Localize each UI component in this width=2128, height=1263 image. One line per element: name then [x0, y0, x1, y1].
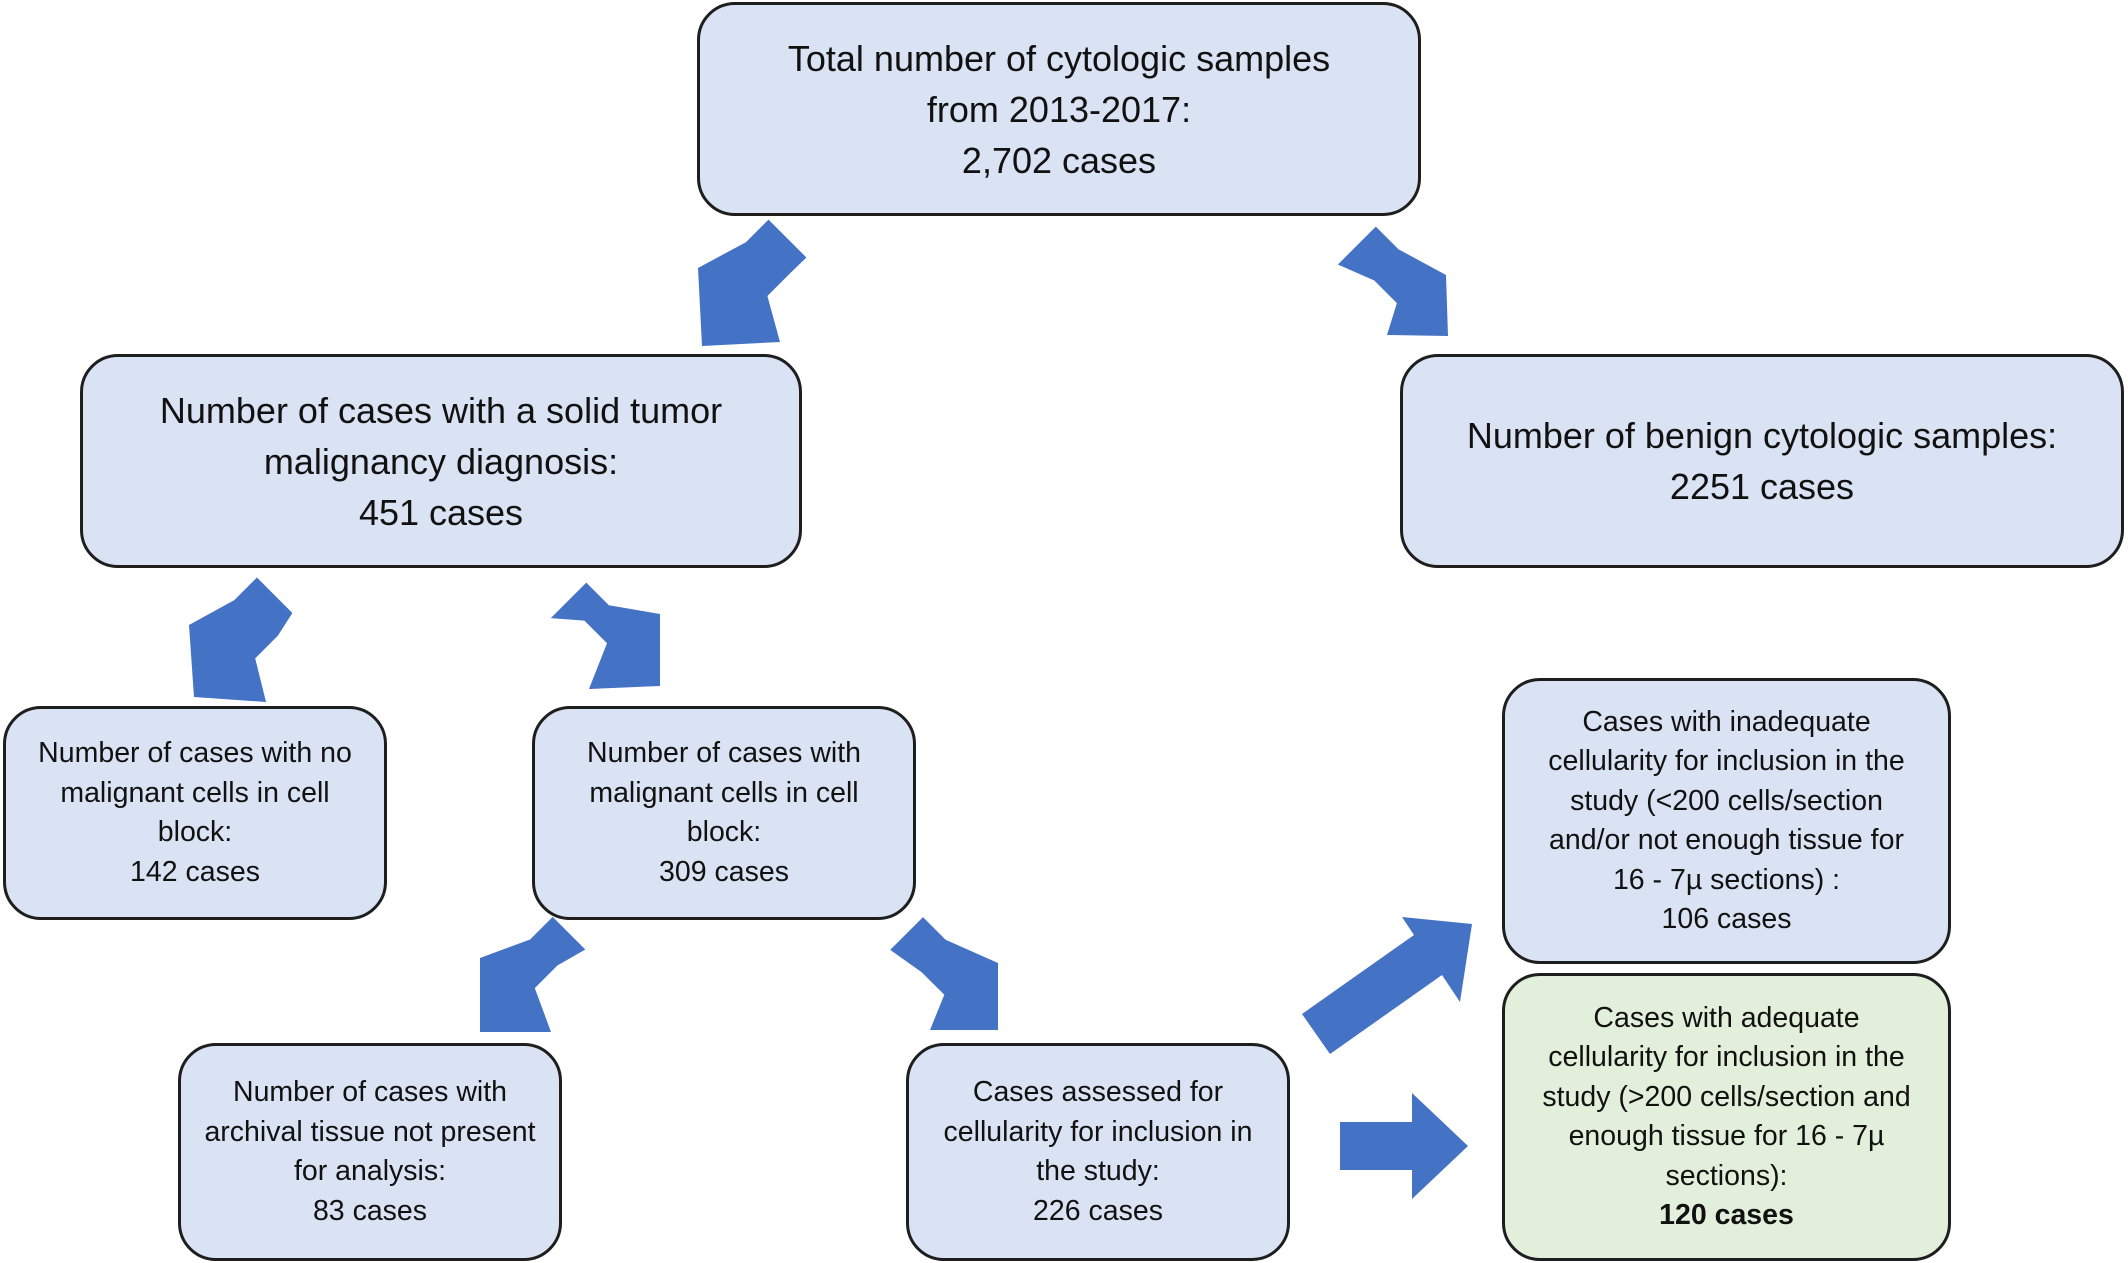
box-count: 2,702 cases [961, 139, 1157, 181]
box-count: 83 cases [312, 1194, 428, 1227]
box-line: sections): [1665, 1159, 1788, 1192]
inadequate-cellularity-box: Cases with inadequate cellularity for in… [1502, 678, 1951, 964]
arrow-assessed-to-inadequate [1302, 917, 1472, 1054]
malignant-cells-box: Number of cases with malignant cells in … [532, 706, 916, 920]
box-count: 2251 cases [1669, 466, 1855, 507]
box-line: Number of benign cytologic samples: [1466, 415, 2058, 456]
arrow-assessed-to-adequate [1340, 1093, 1468, 1199]
arrow-solid-to-nomalignant [189, 577, 293, 702]
box-line: study (<200 cells/section [1570, 784, 1883, 817]
box-line: Total number of cytologic samples [787, 37, 1331, 79]
arrow-solid-to-malignant [550, 582, 660, 689]
box-line: malignant cells in cell [589, 776, 859, 809]
box-line: block: [157, 816, 233, 848]
box-line: cellularity for inclusion in [943, 1115, 1253, 1148]
box-count: 106 cases [1661, 903, 1792, 935]
box-line: Cases with inadequate [1582, 705, 1871, 738]
box-count: 142 cases [130, 855, 260, 888]
total-samples-box: Total number of cytologic samples from 2… [697, 2, 1421, 216]
box-line: malignant cells in cell [60, 776, 330, 809]
box-count: 451 cases [358, 491, 524, 533]
assessed-cellularity-box: Cases assessed for cellularity for inclu… [906, 1043, 1290, 1261]
arrow-malignant-to-archival [480, 916, 586, 1032]
box-line: Number of cases with [586, 737, 862, 769]
box-line: Cases assessed for [972, 1076, 1224, 1108]
box-count: 309 cases [659, 855, 789, 888]
box-line: Number of cases with a solid tumor [159, 389, 723, 431]
box-count: 226 cases [1033, 1194, 1163, 1227]
arrow-total-to-benign [1337, 226, 1448, 336]
solid-tumor-box: Number of cases with a solid tumor malig… [80, 354, 802, 568]
archival-tissue-box: Number of cases with archival tissue not… [178, 1043, 562, 1261]
box-line: block: [686, 816, 762, 848]
box-line: Number of cases with no [38, 737, 352, 769]
box-line: cellularity for inclusion in the [1548, 1041, 1905, 1073]
box-line: 16 - 7µ sections) : [1612, 863, 1841, 896]
box-line: cellularity for inclusion in the [1548, 745, 1905, 777]
box-line: enough tissue for 16 - 7µ [1568, 1120, 1885, 1152]
box-count: 120 cases [1659, 1199, 1794, 1231]
no-malignant-cells-box: Number of cases with no malignant cells … [3, 706, 387, 920]
box-line: malignancy diagnosis: [263, 440, 619, 482]
arrow-total-to-solid [698, 219, 807, 346]
adequate-cellularity-box: Cases with adequate cellularity for incl… [1502, 973, 1951, 1261]
box-line: archival tissue not present [204, 1115, 536, 1148]
box-line: from 2013-2017: [926, 88, 1192, 130]
box-line: for analysis: [293, 1155, 447, 1187]
box-line: study (>200 cells/section and [1542, 1080, 1911, 1113]
box-line: Number of cases with [232, 1076, 508, 1108]
box-line: Cases with adequate [1593, 1001, 1860, 1034]
box-line: the study: [1036, 1155, 1160, 1187]
arrow-malignant-to-assessed [890, 917, 998, 1030]
box-line: and/or not enough tissue for [1549, 824, 1904, 856]
benign-samples-box: Number of benign cytologic samples: 2251… [1400, 354, 2124, 568]
